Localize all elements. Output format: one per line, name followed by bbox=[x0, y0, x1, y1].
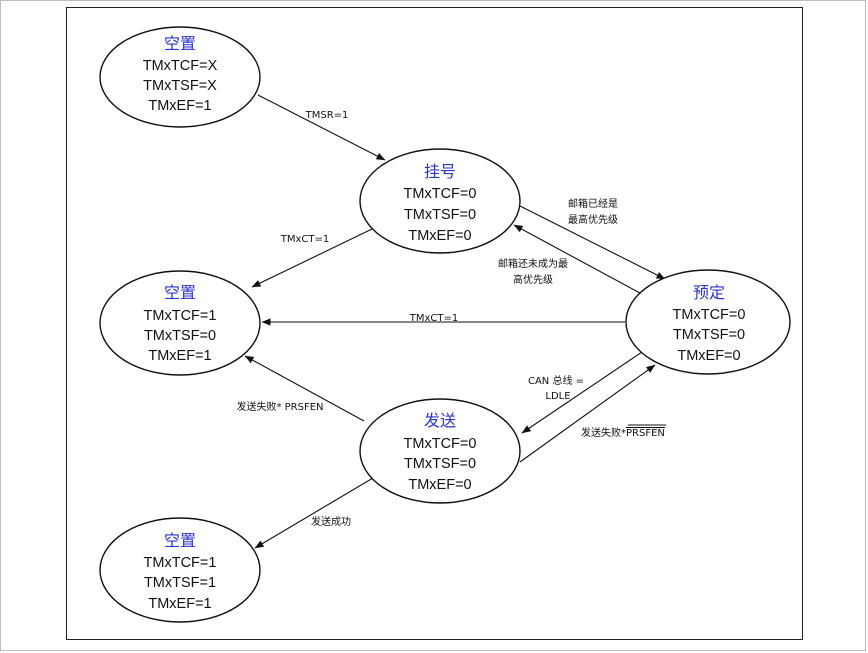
state-flag-tcf: TMxTCF=1 bbox=[144, 308, 217, 324]
edge-scheduled-to-transmit bbox=[521, 349, 646, 434]
state-title: 空置 bbox=[164, 34, 196, 53]
edge-label-fail-not-prsfen: 发送失败*PRSFEN bbox=[581, 426, 665, 439]
prsfen-overlined: PRSFEN bbox=[626, 428, 665, 439]
edge-label-can-idle-2: LDLE bbox=[545, 391, 570, 402]
state-transmit: 发送 TMxTCF=0 TMxTSF=0 TMxEF=0 bbox=[359, 398, 521, 504]
edge-label-highest-priority-1: 邮箱已经是 bbox=[568, 197, 618, 210]
edge-pending-to-empty bbox=[251, 228, 373, 288]
state-title: 空置 bbox=[164, 531, 196, 550]
state-flag-tsf: TMxTSF=0 bbox=[404, 456, 476, 472]
state-title: 发送 bbox=[424, 411, 456, 430]
state-scheduled: 预定 TMxTCF=0 TMxTSF=0 TMxEF=0 bbox=[625, 269, 791, 375]
diagram-frame bbox=[66, 7, 803, 640]
edge-transmit-to-empty-success bbox=[254, 474, 379, 549]
edge-scheduled-to-pending bbox=[513, 224, 641, 294]
state-flag-tcf: TMxTCF=1 bbox=[144, 555, 217, 571]
state-flag-tsf: TMxTSF=X bbox=[143, 78, 217, 94]
edge-label-fail-prsfen: 发送失败* PRSFEN bbox=[236, 400, 323, 413]
state-flag-tcf: TMxTCF=0 bbox=[404, 186, 477, 202]
edge-label-tmsr: TMSR=1 bbox=[305, 110, 349, 121]
state-flag-tcf: TMxTCF=0 bbox=[673, 307, 746, 323]
state-title: 挂号 bbox=[424, 162, 456, 181]
state-empty-top: 空置 TMxTCF=X TMxTSF=X TMxEF=1 bbox=[99, 26, 261, 128]
edge-label-tmxct-pending: TMxCT=1 bbox=[280, 234, 330, 245]
state-flag-ef: TMxEF=0 bbox=[408, 477, 471, 493]
state-empty-bot: 空置 TMxTCF=1 TMxTSF=1 TMxEF=1 bbox=[99, 517, 261, 623]
state-pending: 挂号 TMxTCF=0 TMxTSF=0 TMxEF=0 bbox=[359, 148, 521, 254]
state-flag-tcf: TMxTCF=X bbox=[143, 58, 218, 74]
state-flag-tcf: TMxTCF=0 bbox=[404, 436, 477, 452]
state-flag-tsf: TMxTSF=0 bbox=[144, 328, 216, 344]
state-flag-tsf: TMxTSF=0 bbox=[404, 207, 476, 223]
edge-transmit-to-scheduled bbox=[519, 364, 656, 463]
state-flag-ef: TMxEF=1 bbox=[148, 348, 211, 364]
state-flag-ef: TMxEF=0 bbox=[677, 348, 740, 364]
state-title: 空置 bbox=[164, 283, 196, 302]
edge-label-not-highest-1: 邮箱还未成为最 bbox=[498, 257, 568, 270]
edge-label-highest-priority-2: 最高优先级 bbox=[568, 213, 618, 226]
state-title: 预定 bbox=[693, 283, 725, 302]
edge-label-not-highest-2: 高优先级 bbox=[513, 273, 553, 286]
state-flag-ef: TMxEF=0 bbox=[408, 228, 471, 244]
edge-label-success: 发送成功 bbox=[311, 515, 351, 528]
fail-prefix: 发送失败* bbox=[581, 426, 626, 439]
state-empty-mid: 空置 TMxTCF=1 TMxTSF=0 TMxEF=1 bbox=[99, 270, 261, 376]
state-flag-tsf: TMxTSF=1 bbox=[144, 575, 216, 591]
edge-pending-to-scheduled bbox=[519, 205, 666, 280]
state-flag-ef: TMxEF=1 bbox=[148, 98, 211, 114]
state-flag-tsf: TMxTSF=0 bbox=[673, 327, 745, 343]
edge-label-can-idle-1: CAN 总线 = bbox=[528, 374, 584, 387]
edge-transmit-to-empty-fail bbox=[244, 355, 365, 422]
edge-empty-to-pending bbox=[257, 94, 386, 161]
state-flag-ef: TMxEF=1 bbox=[148, 596, 211, 612]
edge-label-tmxct-scheduled: TMxCT=1 bbox=[409, 313, 459, 324]
